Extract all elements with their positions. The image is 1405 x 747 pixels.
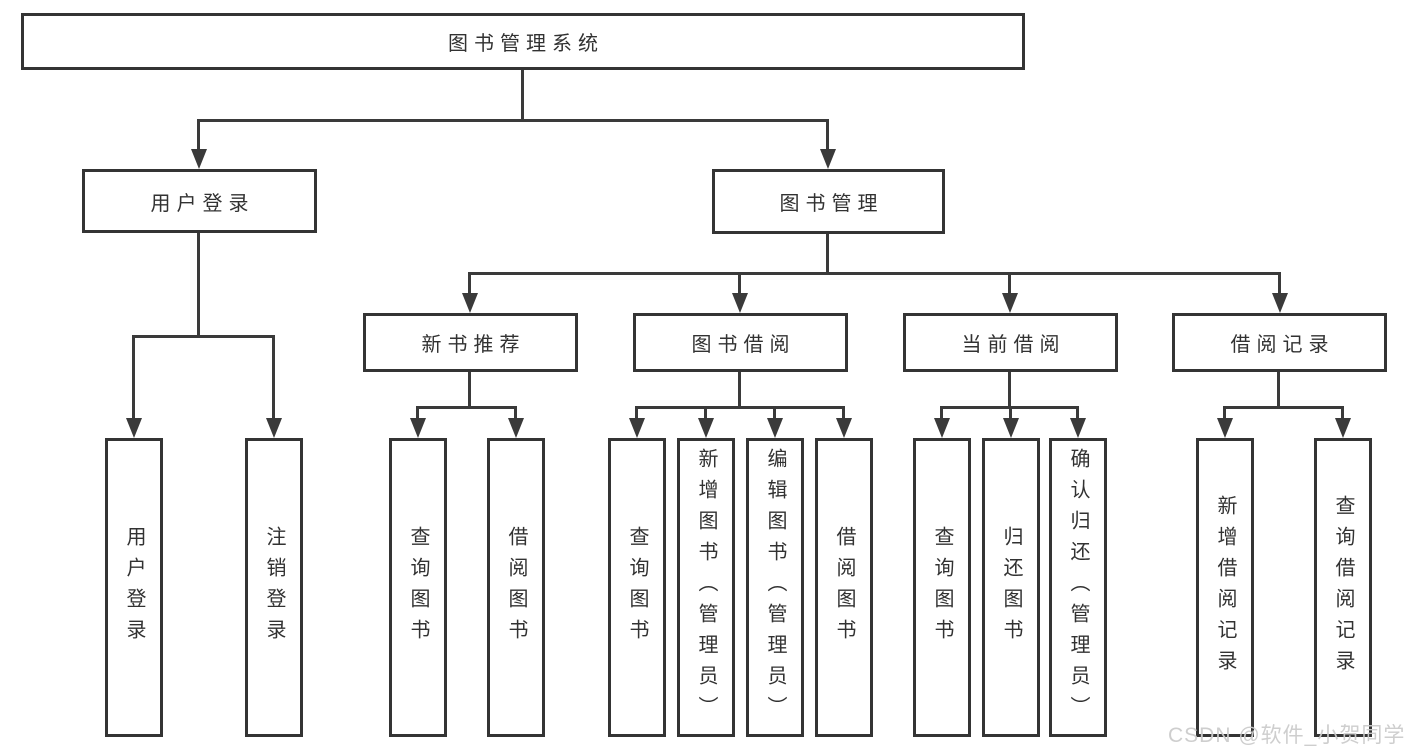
node-book-management-label: 图书管理 xyxy=(779,193,884,215)
leaf-current-query-book-label: 查询图书 xyxy=(931,525,953,650)
arrow-down-icon xyxy=(410,418,426,438)
leaf-user-login-label: 用户登录 xyxy=(123,525,145,650)
arrow-down-icon xyxy=(508,418,524,438)
connector-line xyxy=(826,234,829,274)
connector-line xyxy=(272,335,275,420)
leaf-confirm-return-admin: 确认归还（管理员） xyxy=(1049,438,1107,737)
connector-line xyxy=(1008,272,1011,295)
leaf-user-login: 用户登录 xyxy=(105,438,163,737)
leaf-recommend-query-book: 查询图书 xyxy=(389,438,447,737)
leaf-logout: 注销登录 xyxy=(245,438,303,737)
leaf-edit-book-admin-label: 编辑图书（管理员） xyxy=(764,448,786,727)
arrow-down-icon xyxy=(836,418,852,438)
leaf-query-borrow-record-label: 查询借阅记录 xyxy=(1332,494,1354,681)
connector-line xyxy=(416,406,517,409)
arrow-down-icon xyxy=(629,418,645,438)
leaf-borrow-book: 借阅图书 xyxy=(815,438,873,737)
connector-line xyxy=(635,406,638,420)
node-book-borrow: 图书借阅 xyxy=(633,313,848,372)
connector-line xyxy=(416,406,419,420)
leaf-borrow-query-book-label: 查询图书 xyxy=(626,525,648,650)
node-new-book-recommend-label: 新书推荐 xyxy=(421,334,526,356)
connector-line xyxy=(842,406,845,420)
connector-line xyxy=(1278,272,1281,295)
connector-line xyxy=(1341,406,1344,420)
connector-line xyxy=(1009,406,1012,420)
connector-line xyxy=(1277,372,1280,408)
connector-line xyxy=(197,119,829,122)
leaf-add-borrow-record-label: 新增借阅记录 xyxy=(1214,494,1236,681)
arrow-down-icon xyxy=(698,418,714,438)
leaf-query-borrow-record: 查询借阅记录 xyxy=(1314,438,1372,737)
leaf-recommend-borrow-book: 借阅图书 xyxy=(487,438,545,737)
arrow-down-icon xyxy=(266,418,282,438)
connector-line xyxy=(1008,372,1011,408)
connector-line xyxy=(514,406,517,420)
node-new-book-recommend: 新书推荐 xyxy=(363,313,578,372)
node-root-label: 图书管理系统 xyxy=(448,33,604,55)
leaf-return-book: 归还图书 xyxy=(982,438,1040,737)
connector-line xyxy=(635,406,845,409)
connector-line xyxy=(468,372,471,408)
arrow-down-icon xyxy=(462,293,478,313)
connector-line xyxy=(468,272,1281,275)
connector-line xyxy=(773,406,776,420)
arrow-down-icon xyxy=(126,418,142,438)
arrow-down-icon xyxy=(767,418,783,438)
node-book-borrow-label: 图书借阅 xyxy=(691,334,796,356)
connector-line xyxy=(738,372,741,408)
node-borrow-record-label: 借阅记录 xyxy=(1230,334,1335,356)
connector-line xyxy=(826,119,829,151)
leaf-current-query-book: 查询图书 xyxy=(913,438,971,737)
connector-line xyxy=(197,233,200,338)
arrow-down-icon xyxy=(1335,418,1351,438)
connector-line xyxy=(704,406,707,420)
arrow-down-icon xyxy=(820,149,836,169)
connector-line xyxy=(132,335,275,338)
arrow-down-icon xyxy=(1070,418,1086,438)
connector-line xyxy=(468,272,471,295)
leaf-edit-book-admin: 编辑图书（管理员） xyxy=(746,438,804,737)
leaf-confirm-return-admin-label: 确认归还（管理员） xyxy=(1067,448,1089,727)
watermark-text: CSDN @软件_小贺同学 xyxy=(1168,724,1405,747)
leaf-recommend-borrow-book-label: 借阅图书 xyxy=(505,525,527,650)
connector-line xyxy=(1223,406,1226,420)
arrow-down-icon xyxy=(1003,418,1019,438)
connector-line xyxy=(521,70,524,120)
node-user-login: 用户登录 xyxy=(82,169,317,233)
node-current-borrow: 当前借阅 xyxy=(903,313,1118,372)
node-book-management: 图书管理 xyxy=(712,169,945,234)
leaf-add-book-admin-label: 新增图书（管理员） xyxy=(695,448,717,727)
node-current-borrow-label: 当前借阅 xyxy=(961,334,1066,356)
connector-line xyxy=(132,335,135,420)
leaf-recommend-query-book-label: 查询图书 xyxy=(407,525,429,650)
connector-line xyxy=(1076,406,1079,420)
arrow-down-icon xyxy=(934,418,950,438)
connector-line xyxy=(1223,406,1344,409)
connector-line xyxy=(738,272,741,295)
connector-line xyxy=(940,406,943,420)
arrow-down-icon xyxy=(1272,293,1288,313)
arrow-down-icon xyxy=(191,149,207,169)
node-root: 图书管理系统 xyxy=(21,13,1025,70)
leaf-borrow-book-label: 借阅图书 xyxy=(833,525,855,650)
arrow-down-icon xyxy=(1217,418,1233,438)
leaf-add-book-admin: 新增图书（管理员） xyxy=(677,438,735,737)
node-borrow-record: 借阅记录 xyxy=(1172,313,1387,372)
leaf-logout-label: 注销登录 xyxy=(263,525,285,650)
arrow-down-icon xyxy=(732,293,748,313)
arrow-down-icon xyxy=(1002,293,1018,313)
node-user-login-label: 用户登录 xyxy=(150,192,255,215)
leaf-return-book-label: 归还图书 xyxy=(1000,525,1022,650)
leaf-add-borrow-record: 新增借阅记录 xyxy=(1196,438,1254,737)
leaf-borrow-query-book: 查询图书 xyxy=(608,438,666,737)
connector-line xyxy=(197,119,200,151)
